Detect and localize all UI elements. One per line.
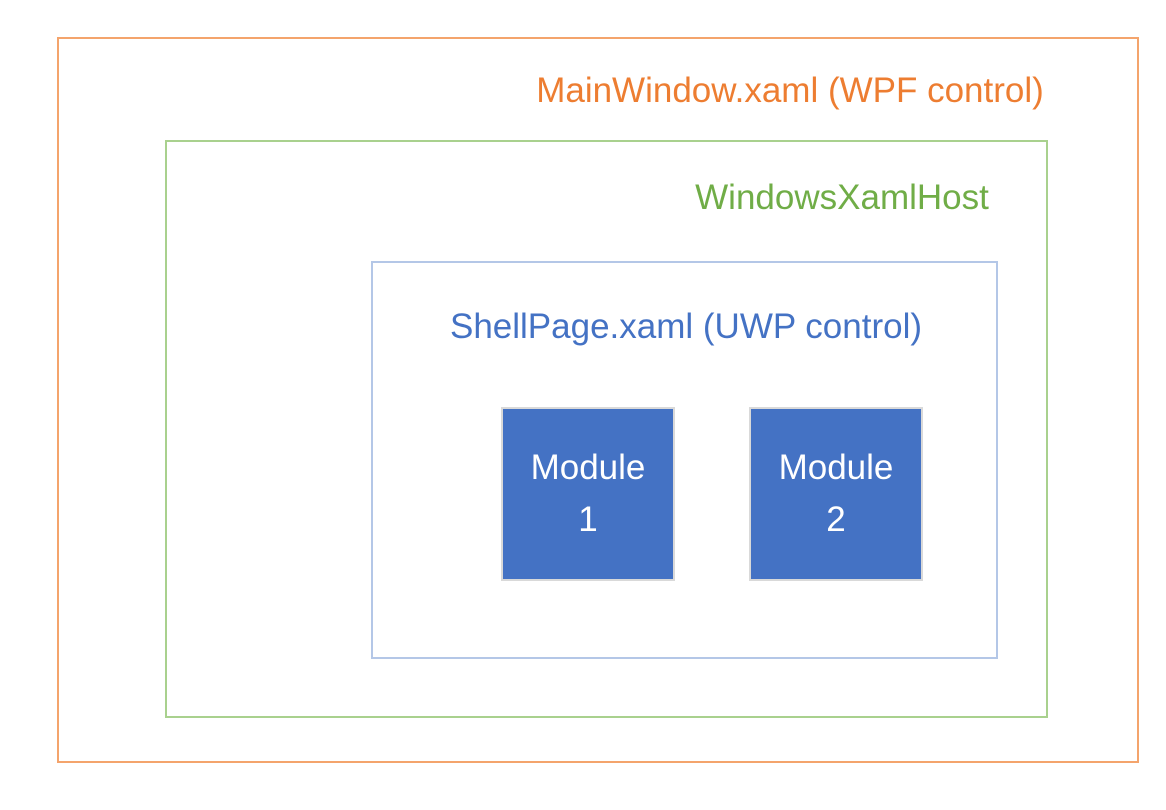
mainwindow-wpf-box (57, 37, 1139, 763)
windowsxamlhost-label: WindowsXamlHost (695, 178, 989, 217)
module-1-label-line2: 1 (578, 500, 598, 539)
shellpage-uwp-box (371, 261, 998, 659)
module-2-box: Module 2 (749, 407, 923, 581)
module-1-box: Module 1 (501, 407, 675, 581)
module-1-label-line1: Module (530, 447, 646, 487)
shellpage-uwp-label: ShellPage.xaml (UWP control) (449, 307, 923, 346)
module-2-label-line2: 2 (826, 500, 846, 539)
module-2-label-line1: Module (778, 447, 894, 487)
windowsxamlhost-box (165, 140, 1048, 718)
mainwindow-wpf-label: MainWindow.xaml (WPF control) (536, 71, 1044, 110)
